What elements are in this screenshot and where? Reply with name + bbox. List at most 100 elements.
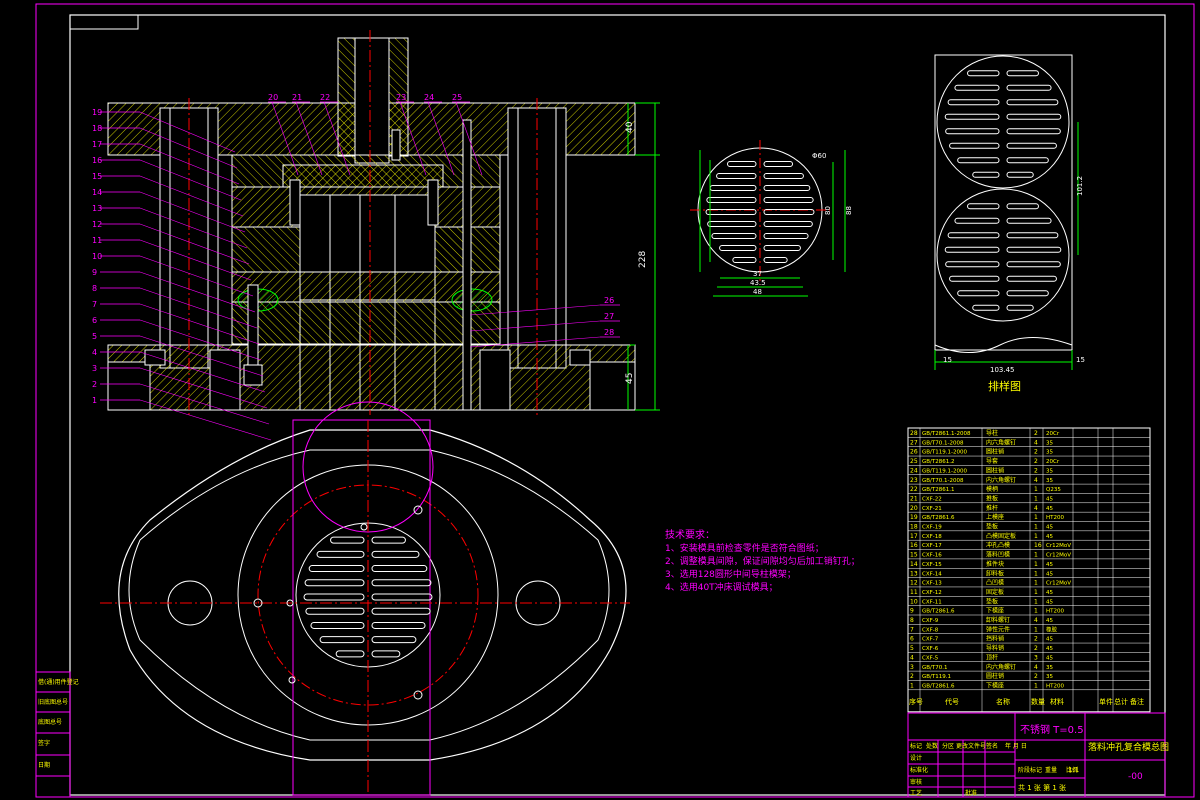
- bom-cell-name: 推板: [986, 494, 998, 502]
- bom-cell-qty: 1: [1034, 626, 1038, 633]
- bom-cell-material: 20Cr: [1046, 459, 1060, 465]
- leader-line: [139, 175, 244, 217]
- bom-cell-name: 垫板: [986, 523, 998, 531]
- bom-cell-qty: 1: [1034, 495, 1038, 502]
- bom-cell-name: 卸料螺钉: [986, 616, 1010, 624]
- bom-cell-name: 推杆: [986, 504, 998, 512]
- bom-cell-qty: 1: [1034, 552, 1038, 559]
- leader-label-5: 5: [92, 332, 97, 341]
- bom-cell-code: GB/T2861.6: [922, 609, 955, 615]
- leader-line: [271, 101, 299, 176]
- bom-cell-material: 45: [1046, 637, 1053, 643]
- slot-hole: [1006, 217, 1052, 224]
- title-sheet-info: 共 1 张 第 1 张: [1018, 783, 1066, 792]
- bom-cell-name: 下模座: [986, 681, 1004, 689]
- bom-cell-qty: 1: [1034, 514, 1038, 521]
- bom-cell-name: 顶杆: [986, 653, 998, 661]
- title-role-label: 设计: [910, 754, 922, 762]
- leader-line: [139, 271, 256, 313]
- part-drawing: [690, 140, 846, 297]
- bom-cell-qty: 1: [1034, 682, 1038, 689]
- bom-cell-no: 25: [910, 458, 918, 465]
- tech-item-3: 3、选用128圆形中间导柱模架；: [665, 568, 796, 580]
- bom-cell-no: 18: [910, 524, 918, 531]
- bom-cell-no: 11: [910, 589, 918, 596]
- slot-hole: [371, 579, 432, 587]
- slot-hole: [944, 246, 1000, 253]
- section-dimensions: [627, 102, 660, 411]
- bom-cell-name: 导料销: [986, 644, 1004, 652]
- dim-part-w2: 43.5: [750, 279, 766, 287]
- leader-line: [455, 101, 483, 176]
- bom-cell-no: 16: [910, 542, 918, 549]
- leader-line: [139, 367, 268, 409]
- bom-cell-name: 凸凹模: [986, 579, 1004, 587]
- bom-cell-material: 45: [1046, 534, 1053, 540]
- leader-line: [469, 336, 601, 348]
- bom-cell-material: 35: [1046, 468, 1053, 474]
- left-side-block: [35, 671, 71, 798]
- slot-hole: [371, 621, 426, 629]
- bom-cell-name: 推件块: [986, 560, 1004, 568]
- slot-hole: [1006, 275, 1057, 282]
- bom-cell-material: HT200: [1046, 515, 1064, 521]
- slot-hole: [316, 550, 365, 558]
- bom-cell-code: CXF-12: [922, 590, 942, 596]
- slot-hole: [1006, 84, 1052, 91]
- leader-label-28: 28: [604, 328, 614, 337]
- slot-hole: [1006, 128, 1061, 135]
- slot-hole: [732, 257, 757, 263]
- bom-cell-qty: 1: [1034, 561, 1038, 568]
- leader-label-1: 1: [92, 396, 97, 405]
- leader-line: [139, 335, 264, 377]
- leader-label-26: 26: [604, 296, 614, 305]
- bom-cell-material: 45: [1046, 590, 1053, 596]
- dim-height-228: 228: [638, 251, 648, 268]
- inner-frame: [69, 14, 1166, 796]
- bom-cell-qty: 2: [1034, 430, 1038, 437]
- bom-cell-no: 5: [910, 645, 914, 652]
- slot-hole: [972, 171, 1000, 178]
- bom-cell-material: 45: [1046, 525, 1053, 531]
- slot-hole: [763, 245, 801, 251]
- bom-cell-code: CXF-21: [922, 506, 942, 512]
- bom-cell-no: 26: [910, 449, 918, 456]
- bom-cell-material: HT200: [1046, 683, 1064, 689]
- leader-label-18: 18: [92, 124, 102, 133]
- bom-cell-code: GB/T70.1-2008: [922, 478, 964, 484]
- slot-hole: [944, 113, 1000, 120]
- bom-cell-material: 45: [1046, 599, 1053, 605]
- bom-header-cell: 总计: [1114, 697, 1128, 706]
- bom-cell-code: GB/T2861.6: [922, 515, 955, 521]
- slot-hole: [371, 593, 433, 601]
- strip-width: 103.45: [990, 366, 1015, 374]
- corner-code-box: [69, 14, 139, 30]
- leader-label-9: 9: [92, 268, 97, 277]
- strip-edge-left: 15: [943, 356, 952, 364]
- slot-hole: [967, 203, 1000, 210]
- slot-hole: [371, 650, 401, 658]
- leader-label-8: 8: [92, 284, 97, 293]
- bom-cell-name: 下模座: [986, 607, 1004, 615]
- slot-hole: [335, 650, 365, 658]
- bom-cell-name: 落料凹模: [986, 551, 1010, 559]
- slot-hole: [308, 565, 365, 573]
- slot-hole: [763, 221, 813, 227]
- leader-label-22: 22: [320, 93, 330, 102]
- bom-cell-code: GB/T2861.1: [922, 487, 955, 493]
- leader-line: [469, 320, 601, 332]
- bom-cell-material: 35: [1046, 440, 1053, 446]
- title-rev-label: 分区: [942, 742, 954, 750]
- bom-cell-name: 上模座: [986, 513, 1004, 521]
- slot-hole: [957, 157, 1000, 164]
- slot-hole: [719, 245, 757, 251]
- bom-cell-name: 圆柱销: [986, 466, 1004, 474]
- bom-cell-no: 7: [910, 626, 914, 633]
- slot-hole: [305, 607, 365, 615]
- strip-title: 排样图: [988, 379, 1021, 393]
- left-side-label: 借(通)用件登记: [38, 678, 79, 686]
